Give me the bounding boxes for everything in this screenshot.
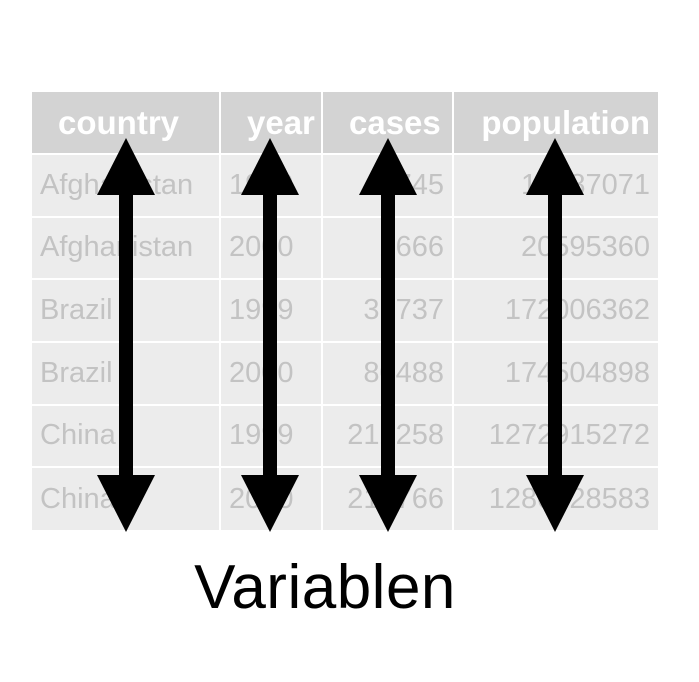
cell-population: 1280428583: [453, 466, 658, 530]
cell-cases: 37737: [322, 278, 454, 342]
cell-year: 1999: [220, 403, 323, 468]
cell-cases: 2666: [322, 215, 454, 280]
cell-year: 2000: [220, 215, 323, 280]
cell-country: Brazil: [32, 340, 221, 405]
data-table: country year cases population Afghanista…: [32, 92, 658, 530]
column-header-population: population: [453, 92, 658, 154]
cell-population: 1272915272: [453, 403, 658, 468]
cell-country: China: [32, 466, 221, 530]
cell-cases: 213766: [322, 466, 454, 530]
cell-population: 174504898: [453, 340, 658, 405]
cell-year: 2000: [220, 466, 323, 530]
table-row: China 1999 212258 1272915272: [32, 403, 658, 468]
cell-country: China: [32, 403, 221, 468]
column-header-cases: cases: [322, 92, 454, 154]
cell-year: 1999: [220, 278, 323, 342]
table-row: China 2000 213766 1280428583: [32, 466, 658, 530]
table-row: Brazil 2000 80488 174504898: [32, 340, 658, 405]
cell-population: 19987071: [453, 153, 658, 217]
caption-variablen: Variablen: [194, 553, 456, 622]
column-header-year: year: [220, 92, 323, 154]
cell-population: 172006362: [453, 278, 658, 342]
cell-year: 2000: [220, 340, 323, 405]
cell-population: 20595360: [453, 215, 658, 280]
column-header-country: country: [32, 92, 221, 154]
cell-cases: 212258: [322, 403, 454, 468]
table-row: Brazil 1999 37737 172006362: [32, 278, 658, 342]
cell-country: Brazil: [32, 278, 221, 342]
table-row: Afghanistan 2000 2666 20595360: [32, 215, 658, 280]
table-row: Afghanistan 1999 745 19987071: [32, 153, 658, 217]
cell-year: 1999: [220, 153, 323, 217]
cell-country: Afghanistan: [32, 215, 221, 280]
cell-cases: 745: [322, 153, 454, 217]
cell-cases: 80488: [322, 340, 454, 405]
table-header-row: country year cases population: [32, 92, 658, 154]
cell-country: Afghanistan: [32, 153, 221, 217]
